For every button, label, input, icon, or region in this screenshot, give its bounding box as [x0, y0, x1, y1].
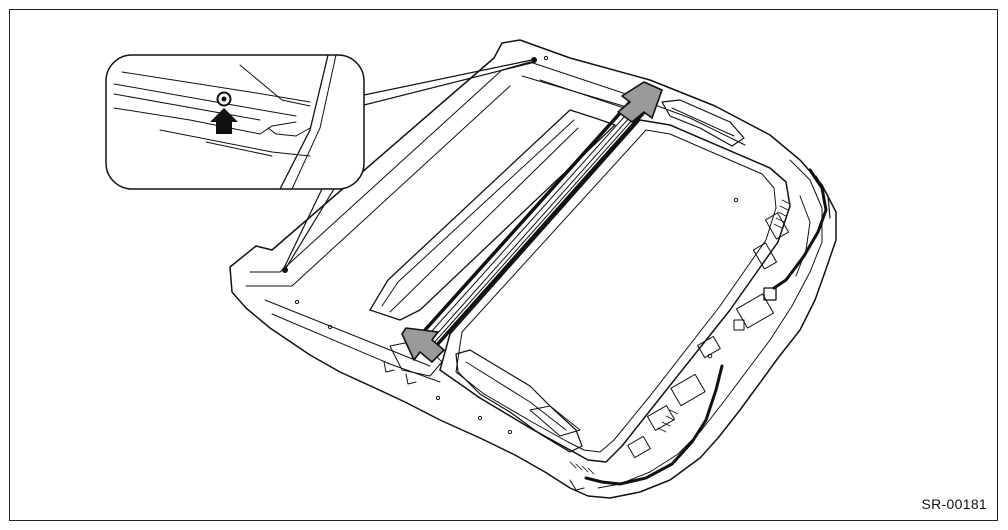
figure-frame: SR-00181	[9, 9, 998, 521]
figure-code-label: SR-00181	[921, 496, 987, 512]
sunshade-bar	[414, 100, 648, 348]
bolt-icon	[216, 91, 232, 107]
sunroof-frame	[229, 39, 837, 499]
detail-callout	[105, 54, 365, 190]
up-arrow-icon	[210, 108, 238, 134]
bolt-marker-main	[282, 57, 537, 273]
sunroof-frame-diagram	[105, 39, 837, 499]
slide-arrow-upper	[617, 81, 663, 123]
slide-arrow-lower	[401, 327, 445, 363]
drain-hoses	[584, 168, 831, 486]
